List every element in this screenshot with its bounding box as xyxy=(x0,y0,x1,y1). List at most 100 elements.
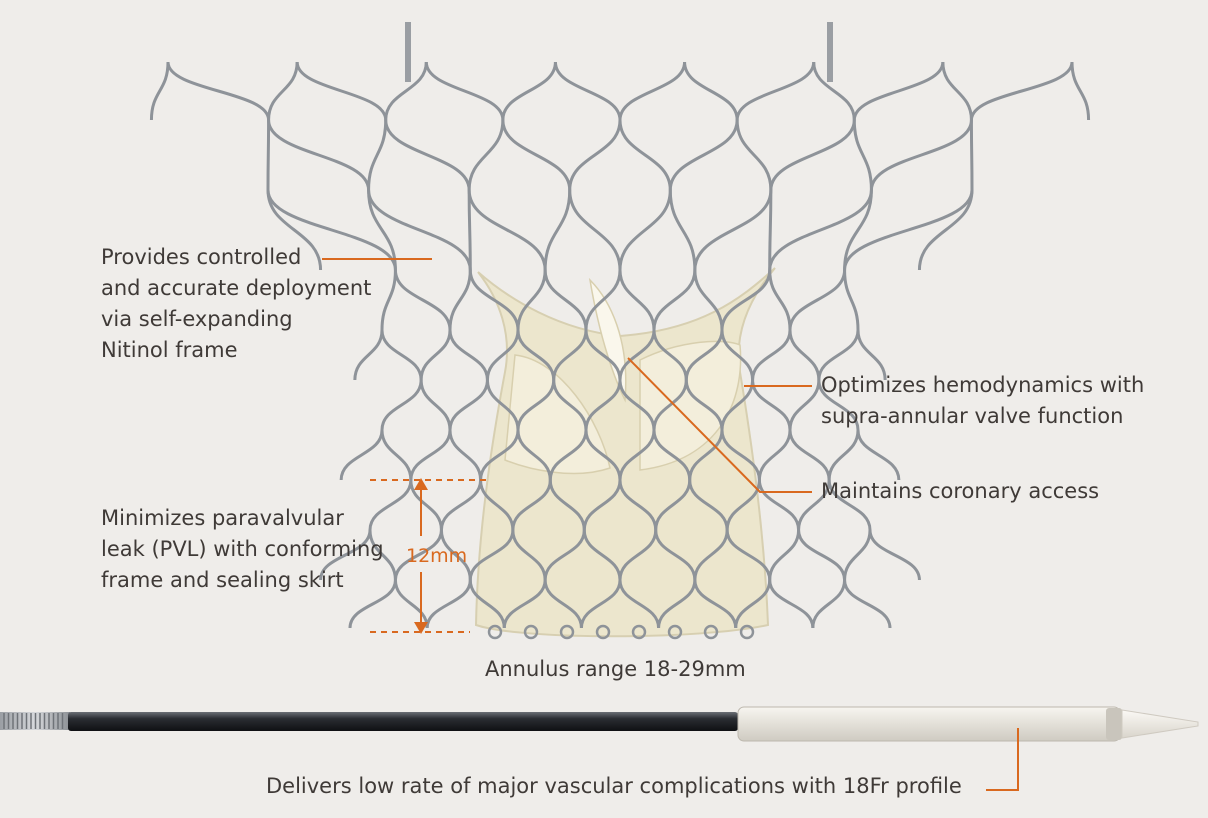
frame-strut xyxy=(735,119,773,191)
frame-strut xyxy=(424,61,505,121)
frame-strut xyxy=(467,119,505,191)
frame-strut xyxy=(684,329,724,381)
frame-strut xyxy=(768,579,815,629)
frame-strut xyxy=(501,119,572,191)
frame-strut xyxy=(654,529,697,581)
frame-strut xyxy=(543,269,588,331)
frame-strut xyxy=(409,429,452,481)
frame-strut xyxy=(267,61,299,121)
frame-strut xyxy=(448,269,472,331)
frame-strut xyxy=(553,61,622,121)
frame-strut xyxy=(1070,61,1091,121)
frame-strut xyxy=(380,379,423,431)
frame-strut xyxy=(516,379,556,431)
frame-strut xyxy=(618,61,687,121)
frame-strut xyxy=(266,189,397,271)
frame-strut xyxy=(584,329,622,381)
frame-strut xyxy=(735,61,816,121)
frame-eyelet xyxy=(523,624,539,640)
frame-strut xyxy=(788,379,821,431)
frame-strut xyxy=(941,61,973,121)
frame-strut xyxy=(582,529,622,581)
frame-strut xyxy=(797,479,831,531)
frame-strut xyxy=(568,189,622,271)
frame-strut xyxy=(688,479,729,531)
frame-strut xyxy=(368,479,413,531)
frame-strut xyxy=(339,429,384,481)
frame-strut xyxy=(618,529,658,581)
frame-post xyxy=(405,22,411,82)
frame-strut xyxy=(869,119,973,191)
frame-strut xyxy=(552,329,588,381)
frame-strut xyxy=(166,61,271,121)
frame-strut xyxy=(618,269,656,331)
frame-strut xyxy=(618,189,672,271)
callout-coronary: Maintains coronary access xyxy=(821,479,1100,503)
arrowhead-down xyxy=(414,622,428,634)
frame-strut xyxy=(367,189,472,271)
frame-strut xyxy=(479,479,515,531)
frame-strut xyxy=(817,379,860,431)
frame-strut xyxy=(788,329,821,381)
frame-strut xyxy=(579,579,622,629)
frame-strut xyxy=(319,529,372,581)
frame-strut xyxy=(618,479,658,531)
frame-strut xyxy=(693,529,729,581)
frame-strut xyxy=(725,479,761,531)
frame-strut xyxy=(668,189,697,271)
frame-strut xyxy=(618,429,656,481)
frame-strut xyxy=(751,329,792,381)
frame-strut xyxy=(618,379,656,431)
frame-strut xyxy=(584,429,622,481)
frame-strut xyxy=(652,329,688,381)
frame-strut xyxy=(684,379,724,431)
callout-deployment: Provides controlled and accurate deploym… xyxy=(101,245,372,362)
frame-strut xyxy=(817,329,860,381)
frame-strut xyxy=(584,379,622,431)
frame-strut xyxy=(843,269,860,331)
frame-strut xyxy=(468,579,506,629)
frame-strut xyxy=(788,429,831,481)
frame-strut xyxy=(852,61,945,121)
frame-strut xyxy=(843,579,892,629)
frame-strut xyxy=(969,119,974,191)
frame-strut xyxy=(584,269,622,331)
frame-strut xyxy=(353,329,384,381)
frame-strut xyxy=(380,329,423,381)
frame-strut xyxy=(439,529,472,581)
frame-strut xyxy=(693,269,724,331)
frame-strut xyxy=(868,529,921,581)
frame-strut xyxy=(266,119,271,191)
leader-coronary xyxy=(627,357,812,493)
frame-strut xyxy=(652,379,688,431)
leader-delivery xyxy=(986,728,1019,791)
frame-strut xyxy=(149,61,170,121)
frame-strut xyxy=(852,119,873,191)
frame-strut xyxy=(467,189,472,271)
frame-strut xyxy=(267,119,371,191)
frame-strut xyxy=(683,61,739,121)
frame-strut xyxy=(485,329,520,381)
frame-strut xyxy=(511,479,552,531)
frame-strut xyxy=(393,269,452,331)
frame-strut xyxy=(693,189,773,271)
frame-strut xyxy=(348,579,397,629)
callout-delivery: Delivers low rate of major vascular comp… xyxy=(266,774,962,798)
frame-strut xyxy=(552,379,588,431)
frame-strut xyxy=(668,119,739,191)
frame-strut xyxy=(419,379,452,431)
frame-strut xyxy=(768,189,773,271)
frame-strut xyxy=(380,429,413,481)
frame-strut xyxy=(657,579,697,629)
frame-strut xyxy=(516,429,552,481)
frame-strut xyxy=(812,61,856,121)
frame-strut xyxy=(618,119,672,191)
frame-strut xyxy=(393,579,429,629)
frame-strut xyxy=(618,329,656,381)
callout-pvl: Minimizes paravalvular leak (PVL) with c… xyxy=(101,506,384,592)
frame-strut xyxy=(516,269,547,331)
frame-strut xyxy=(843,529,872,581)
frame-strut xyxy=(734,579,772,629)
frame-strut xyxy=(543,529,586,581)
